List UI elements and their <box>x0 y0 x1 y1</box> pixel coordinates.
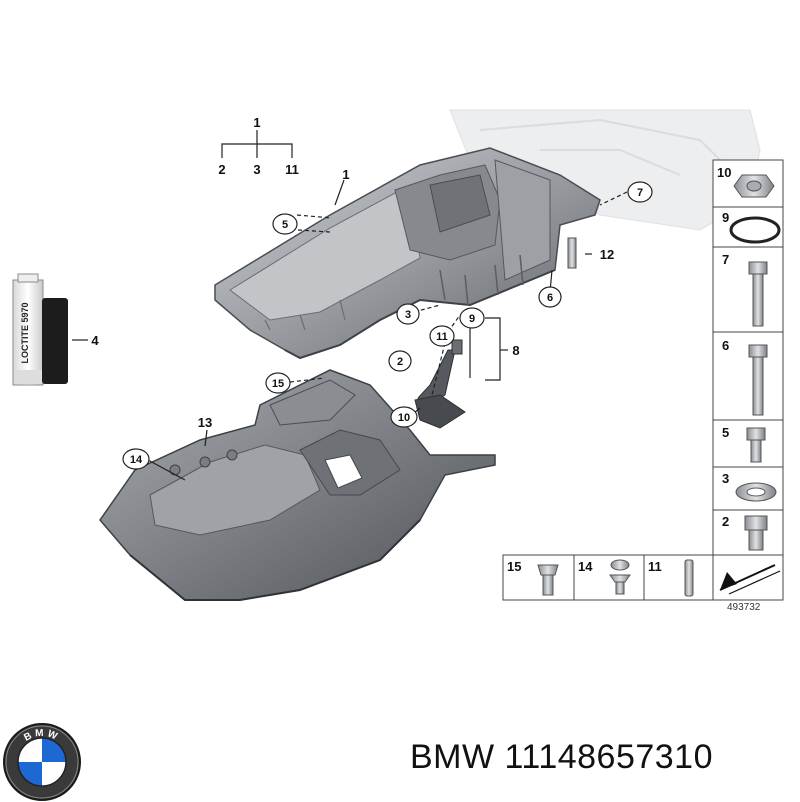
pan-stud-12 <box>567 237 577 269</box>
bmw-logo: BMW <box>3 723 81 801</box>
svg-text:BMW: BMW <box>22 728 61 744</box>
diagram-code: 493732 <box>727 602 761 613</box>
svg-text:15: 15 <box>272 378 284 390</box>
svg-text:3: 3 <box>405 309 411 321</box>
circle-callout-9: 9 <box>459 307 485 329</box>
callout-oil-pan-upper: 1 <box>342 167 349 182</box>
svg-text:14: 14 <box>130 454 143 466</box>
brand-name: BMW <box>410 738 495 776</box>
callout-lower-pan: 13 <box>198 415 212 430</box>
circle-callout-10: 10 <box>390 406 418 428</box>
circle-callout-6: 6 <box>538 286 562 308</box>
upper-oil-pan <box>214 147 601 360</box>
brand-part-number-line: BMW 11148657310 <box>410 738 794 784</box>
callout-sealant: 4 <box>91 333 99 348</box>
circle-callout-3: 3 <box>396 303 420 325</box>
circle-callout-7: 7 <box>627 181 653 203</box>
oil-level-sensor <box>414 339 466 429</box>
clip-icon <box>537 564 559 596</box>
svg-text:6: 6 <box>547 292 553 304</box>
nut-icon <box>733 174 775 198</box>
sealant-tube-icon: LOCTITE 5970 <box>12 273 68 386</box>
svg-text:7: 7 <box>637 187 643 199</box>
svg-text:10: 10 <box>398 412 410 424</box>
table-label-10: 10 <box>717 165 731 180</box>
short-bolt-icon <box>746 427 766 463</box>
rivet-icon <box>609 559 631 595</box>
bmw-logo-text: BMW <box>22 728 58 744</box>
arrow-symbol-icon <box>719 564 781 595</box>
tree-label-right: 11 <box>285 162 299 177</box>
table-label-11: 11 <box>648 559 662 574</box>
table-label-6: 6 <box>722 338 729 353</box>
svg-text:2: 2 <box>397 356 403 368</box>
circle-callout-2: 2 <box>388 350 412 372</box>
table-label-3: 3 <box>722 471 729 486</box>
svg-text:11: 11 <box>436 331 448 343</box>
tree-label-middle: 3 <box>253 162 260 177</box>
callout-sensor-12: 12 <box>600 247 614 262</box>
circle-callout-14: 14 <box>122 448 150 470</box>
drain-plug-icon <box>744 515 768 551</box>
table-label-2: 2 <box>722 514 729 529</box>
o-ring-icon <box>729 216 781 244</box>
circle-callout-15: 15 <box>265 372 291 394</box>
table-label-7: 7 <box>722 252 729 267</box>
washer-icon <box>735 482 777 502</box>
table-label-9: 9 <box>722 210 729 225</box>
table-label-14: 14 <box>578 559 593 574</box>
dowel-pin-icon <box>684 559 694 597</box>
table-label-5: 5 <box>722 425 729 440</box>
lower-oil-pan <box>99 369 496 601</box>
svg-text:5: 5 <box>282 219 288 231</box>
long-bolt-icon <box>748 261 768 327</box>
callout-sensor-group: 8 <box>512 343 519 358</box>
part-number: 11148657310 <box>504 738 714 776</box>
circle-callout-11: 11 <box>429 325 455 347</box>
table-label-15: 15 <box>507 559 521 574</box>
tree-label-top: 1 <box>253 115 260 130</box>
sealant-tube-text: LOCTITE 5970 <box>20 302 30 363</box>
circle-callout-5: 5 <box>272 213 298 235</box>
svg-text:9: 9 <box>469 313 475 325</box>
tree-label-left: 2 <box>218 162 225 177</box>
bolt-6-icon <box>748 344 768 416</box>
